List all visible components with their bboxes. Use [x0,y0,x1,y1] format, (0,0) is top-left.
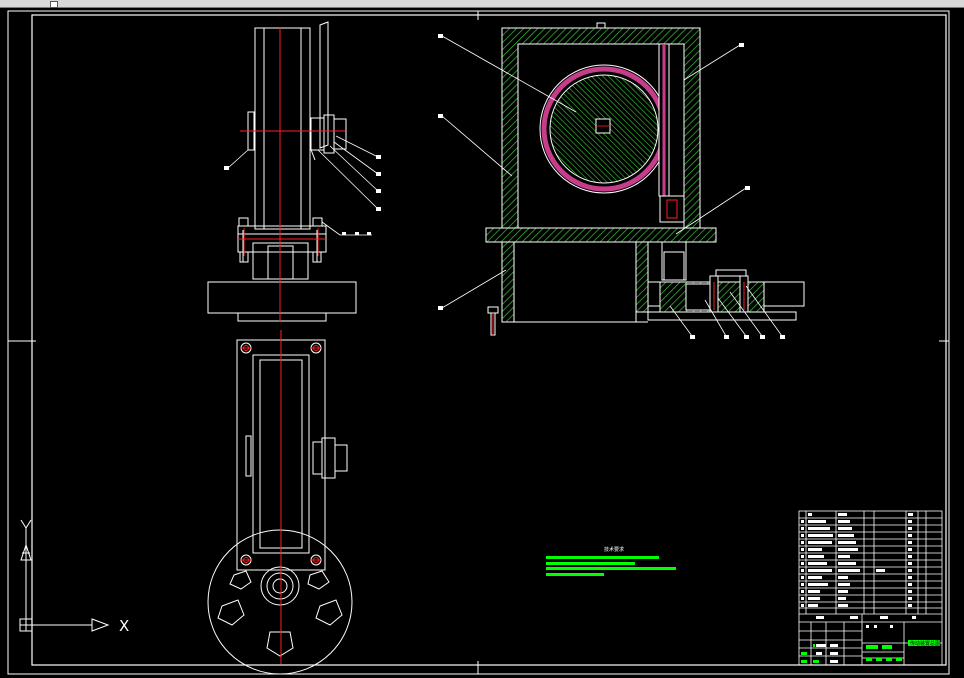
cell-text [838,513,847,516]
balloon-marker [438,34,443,38]
ucs-icon: X [19,519,129,635]
section-view-leaders [441,35,783,337]
balloon-marker [376,207,381,211]
cell-text [908,513,913,516]
top-view [207,339,353,675]
balloon-marker [724,335,729,339]
note-line [546,562,635,565]
toolbar-handle[interactable] [50,1,58,8]
top-toolbar [0,0,964,8]
title-block-highlights [801,640,940,663]
drawing-frame [7,10,950,675]
balloon-marker [690,335,695,339]
drawing-name-text: 传动装置总图 [910,640,940,647]
cad-drawing-canvas[interactable]: 技术要求 X [0,8,964,678]
note-line [546,573,604,576]
ucs-x-label: X [119,617,129,635]
notes-title: 技术要求 [604,546,624,553]
balloon-marker [376,189,381,193]
drawing-name-cell [908,640,940,646]
balloon-marker [780,335,785,339]
balloon-marker [739,43,744,47]
title-block-entries [801,513,916,663]
note-line [546,567,676,570]
balloon-marker [376,172,381,176]
balloon-marker [367,232,371,235]
side-view-top [207,21,357,322]
balloon-marker [355,232,359,235]
side-view-centerlines [238,28,345,322]
technical-notes: 技术要求 [546,546,676,576]
section-view [485,22,805,336]
side-view-leaders [227,135,379,236]
balloon-marker [760,335,765,339]
balloon-marker [438,114,443,118]
cell-text [808,513,812,516]
balloon-marker [745,186,750,190]
balloon-marker [342,232,346,235]
section-view-balloons [438,34,785,339]
balloon-marker [744,335,749,339]
note-line [546,556,659,559]
top-view-red-details [240,330,322,664]
side-view-balloons [224,155,381,235]
balloon-marker [376,155,381,159]
balloon-marker [224,166,229,170]
balloon-marker [438,306,443,310]
